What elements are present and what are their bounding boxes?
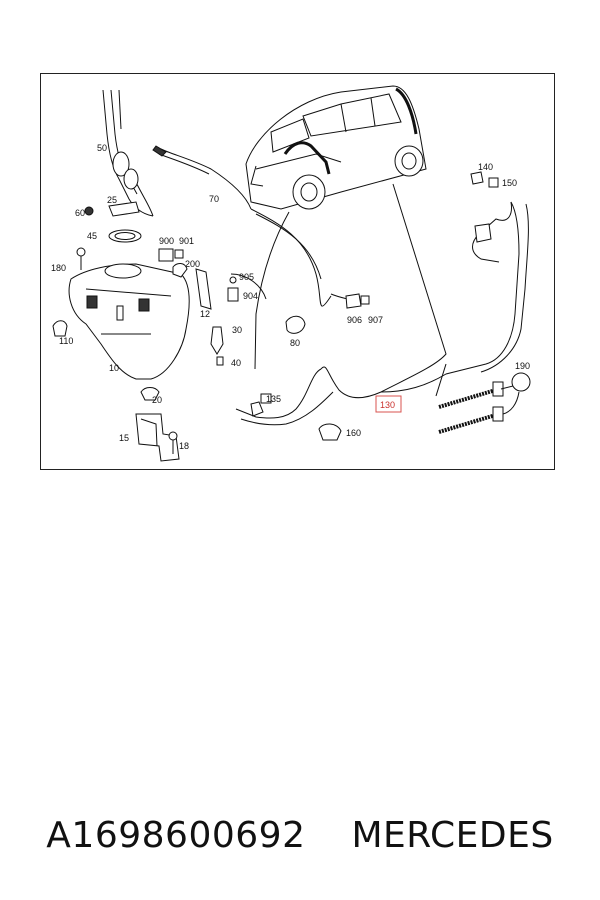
label-190: 190	[515, 361, 530, 371]
label-50: 50	[97, 143, 107, 153]
parts-diagram: 50 25 60 45 70 180 900 901 200 905 904 1…	[40, 73, 555, 470]
label-45: 45	[87, 231, 97, 241]
label-900: 900	[159, 236, 174, 246]
brand-name: MERCEDES	[351, 814, 554, 856]
connector-parts	[158, 171, 499, 441]
tank-small-parts	[76, 201, 142, 270]
label-110: 110	[59, 336, 73, 346]
label-40: 40	[231, 358, 241, 368]
label-907: 907	[368, 315, 383, 325]
label-200: 200	[185, 259, 200, 269]
fill-tube-assembly	[102, 89, 252, 217]
label-18: 18	[179, 441, 189, 451]
label-140: 140	[478, 162, 493, 172]
washer-hoses	[230, 183, 529, 426]
pump-bracket	[135, 413, 180, 462]
label-904: 904	[243, 291, 258, 301]
washer-reservoir	[52, 263, 190, 401]
washer-nozzles	[438, 372, 531, 434]
label-30: 30	[232, 325, 242, 335]
label-160: 160	[346, 428, 361, 438]
highlighted-part-130[interactable]: 130	[375, 395, 402, 413]
label-20: 20	[152, 395, 162, 405]
diagram-drawing: 50 25 60 45 70 180 900 901 200 905 904 1…	[51, 85, 531, 462]
part-footer: A1698600692 MERCEDES	[0, 800, 600, 870]
label-150: 150	[502, 178, 517, 188]
label-135: 135	[266, 394, 281, 404]
label-905: 905	[239, 272, 254, 282]
car-illustration	[245, 85, 427, 210]
label-10: 10	[109, 363, 119, 373]
part-number: A1698600692	[46, 814, 306, 856]
label-180: 180	[51, 263, 66, 273]
label-15: 15	[119, 433, 129, 443]
highlight-box	[375, 395, 402, 413]
label-901: 901	[179, 236, 194, 246]
part-labels: 50 25 60 45 70 180 900 901 200 905 904 1…	[51, 143, 530, 451]
label-906: 906	[347, 315, 362, 325]
label-25: 25	[107, 195, 117, 205]
label-130: 130	[380, 400, 395, 410]
label-70: 70	[209, 194, 219, 204]
label-80: 80	[290, 338, 300, 348]
label-12: 12	[200, 309, 210, 319]
label-60: 60	[75, 208, 85, 218]
leader-130	[435, 363, 447, 397]
